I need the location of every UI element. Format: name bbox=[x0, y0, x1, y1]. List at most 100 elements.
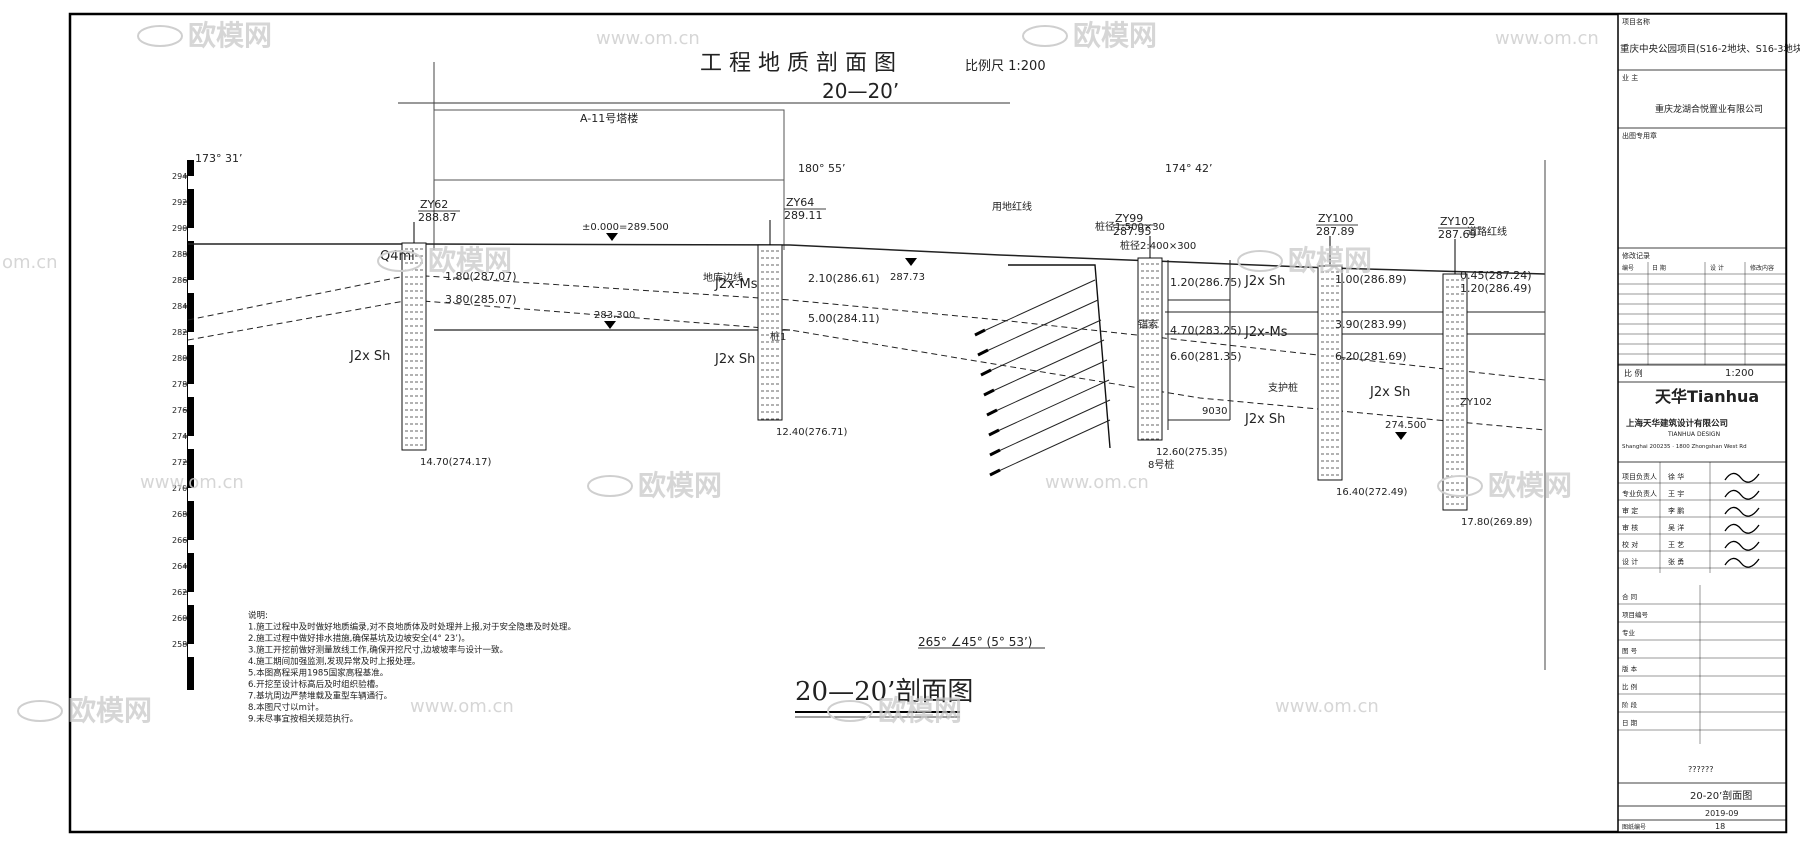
borehole-bottom: 17.80(269.89) bbox=[1461, 517, 1533, 528]
sign-name: 王 宇 bbox=[1668, 489, 1684, 498]
stratum-code: J2x Sh bbox=[349, 349, 390, 364]
revision-col-header: 编号 bbox=[1622, 264, 1634, 272]
sign-name: 王 艺 bbox=[1668, 541, 1684, 549]
ruler-tick-label: 294 bbox=[172, 172, 187, 181]
pile-section-label: 桩1 bbox=[770, 330, 786, 343]
layer-depth-labels: 1.80(287.07) 3.80(285.07) 2.10(286.61) 5… bbox=[445, 269, 1532, 363]
stratum-code: J2x-Ms bbox=[1244, 325, 1288, 340]
watermark-brand: 欧模网 bbox=[1488, 469, 1572, 502]
level-triangle bbox=[604, 321, 616, 329]
watermark-logo-icon bbox=[1437, 475, 1483, 497]
borehole-id: ZY64 bbox=[786, 196, 814, 209]
stratum-code: J2x Sh bbox=[1244, 274, 1285, 289]
depth-label: 1.20(286.49) bbox=[1460, 282, 1532, 295]
strata-codes: Q4ml J2x-Ms J2x Sh J2x Sh J2x Sh J2x-Ms … bbox=[349, 249, 1410, 427]
pile-note: 8号桩 bbox=[1148, 458, 1174, 471]
borehole-bottom: 12.40(276.71) bbox=[776, 427, 848, 438]
meta-row-label: 项目编号 bbox=[1622, 610, 1649, 619]
tb-sheet-label: 图纸编号 bbox=[1622, 823, 1646, 831]
sign-name: 徐 华 bbox=[1668, 472, 1684, 481]
azimuth-2: 180° 55’ bbox=[798, 162, 846, 175]
borehole-id: ZY62 bbox=[420, 198, 448, 211]
ruler-tick-label: 290 bbox=[172, 224, 187, 233]
meta-row-label: 版 本 bbox=[1622, 664, 1638, 673]
note-line: 3.施工开挖前做好测量放线工作,确保开挖尺寸,边坡坡率与设计一致。 bbox=[248, 645, 508, 656]
ruler-tick-label: 260 bbox=[172, 614, 187, 623]
level-label: 274.500 bbox=[1385, 420, 1426, 431]
borehole-elevation: 287.89 bbox=[1316, 225, 1355, 238]
section-title: 20—20’剖面图 bbox=[795, 677, 973, 707]
level-markers: ±0.000=289.500 283.300 287.73 274.500 bbox=[582, 222, 1426, 440]
stratum-code: J2x Sh bbox=[1244, 412, 1285, 427]
anchor-line bbox=[974, 279, 1096, 336]
excavation-boundary bbox=[1008, 264, 1111, 449]
borehole-bottom: 16.40(272.49) bbox=[1336, 487, 1408, 498]
watermark-url: www.om.cn bbox=[140, 472, 244, 493]
ruler-band bbox=[188, 540, 194, 553]
ruler-band bbox=[188, 384, 194, 397]
depth-label: 3.90(283.99) bbox=[1335, 318, 1407, 331]
note-line: 8.本图尺寸以m计。 bbox=[248, 702, 324, 713]
note-line: 9.未尽事宜按相关规范执行。 bbox=[248, 714, 358, 725]
watermark-logo-icon bbox=[587, 475, 633, 497]
borehole-column bbox=[1317, 265, 1343, 481]
level-label: ±0.000=289.500 bbox=[582, 222, 669, 233]
anchor-line bbox=[988, 379, 1110, 436]
company-logo: 天华Tianhua bbox=[1655, 387, 1759, 406]
anchor-end bbox=[974, 328, 986, 337]
depth-label: 0.45(287.24) bbox=[1460, 269, 1532, 282]
meta-row-label: 阶 段 bbox=[1622, 700, 1638, 709]
note-line: 2.施工过程中做好排水措施,确保基坑及边坡安全(4° 23’)。 bbox=[248, 633, 470, 644]
anchor-label: 锚索 bbox=[1138, 318, 1158, 331]
ruler-band bbox=[188, 176, 194, 189]
revision-col-header: 修改内容 bbox=[1750, 264, 1774, 272]
drawing-title: 工 程 地 质 剖 面 图 bbox=[700, 51, 896, 76]
signature-mark bbox=[1724, 540, 1760, 551]
azimuth-1: 173° 31’ bbox=[195, 152, 243, 165]
sign-role: 审 核 bbox=[1622, 523, 1638, 532]
sign-name: 李 鹏 bbox=[1668, 506, 1684, 515]
ruler-tick-label: 264 bbox=[172, 562, 187, 571]
borehole-group: ZY62288.8714.70(274.17)ZY64289.1112.40(2… bbox=[401, 196, 1533, 528]
ruler-tick-label: 268 bbox=[172, 510, 187, 519]
tb-owner-name: 重庆龙湖合悦置业有限公司 bbox=[1655, 103, 1763, 115]
ruler-band bbox=[188, 436, 194, 449]
meta-row-label: 图 号 bbox=[1622, 647, 1638, 655]
anchor-end bbox=[989, 468, 1001, 477]
depth-label: 6.60(281.35) bbox=[1170, 350, 1242, 363]
level-triangle bbox=[1395, 432, 1407, 440]
note-line: 说明: bbox=[248, 610, 268, 621]
ruler-band bbox=[188, 592, 194, 605]
ruler-tick-label: 272 bbox=[172, 458, 187, 467]
depth-label: 4.70(283.25) bbox=[1170, 324, 1242, 337]
ruler-tick-label: 274 bbox=[172, 432, 187, 441]
stratum-code: J2x-Ms bbox=[714, 277, 758, 292]
signature-mark bbox=[1724, 489, 1760, 500]
ruler-bar bbox=[188, 160, 194, 690]
tb-date: 2019-09 bbox=[1705, 809, 1738, 818]
watermark-logo-icon bbox=[1022, 25, 1068, 47]
watermark-logo-icon bbox=[17, 700, 63, 722]
note-line: 6.开挖至设计标高后及时组织验槽。 bbox=[248, 679, 384, 690]
stratum-code: J2x Sh bbox=[1369, 385, 1410, 400]
borehole-elevation: 287.69 bbox=[1438, 228, 1477, 241]
tb-stamp-label: 出图专用章 bbox=[1622, 131, 1657, 140]
watermark-url: www.om.cn bbox=[596, 28, 700, 49]
ruler-band bbox=[188, 228, 194, 241]
watermark-url: www.om.cn bbox=[1275, 696, 1379, 717]
anchor-end bbox=[983, 388, 995, 397]
depth-label: 2.10(286.61) bbox=[808, 272, 880, 285]
company-name: 上海天华建筑设计有限公司 bbox=[1626, 418, 1728, 429]
watermark-url-partial: om.cn bbox=[2, 252, 58, 273]
watermark-brand: 欧模网 bbox=[1288, 244, 1372, 277]
interface-line-2 bbox=[187, 299, 1546, 431]
level-label: 287.73 bbox=[890, 272, 925, 283]
revision-col-header: 日 期 bbox=[1652, 264, 1666, 272]
anchor-end bbox=[989, 448, 1001, 457]
note-line: 1.施工过程中及时做好地质编录,对不良地质体及时处理并上报,对于安全隐患及时处理… bbox=[248, 622, 576, 633]
sign-role: 设 计 bbox=[1622, 557, 1638, 566]
road-line-label: 道路红线 bbox=[1467, 225, 1507, 238]
